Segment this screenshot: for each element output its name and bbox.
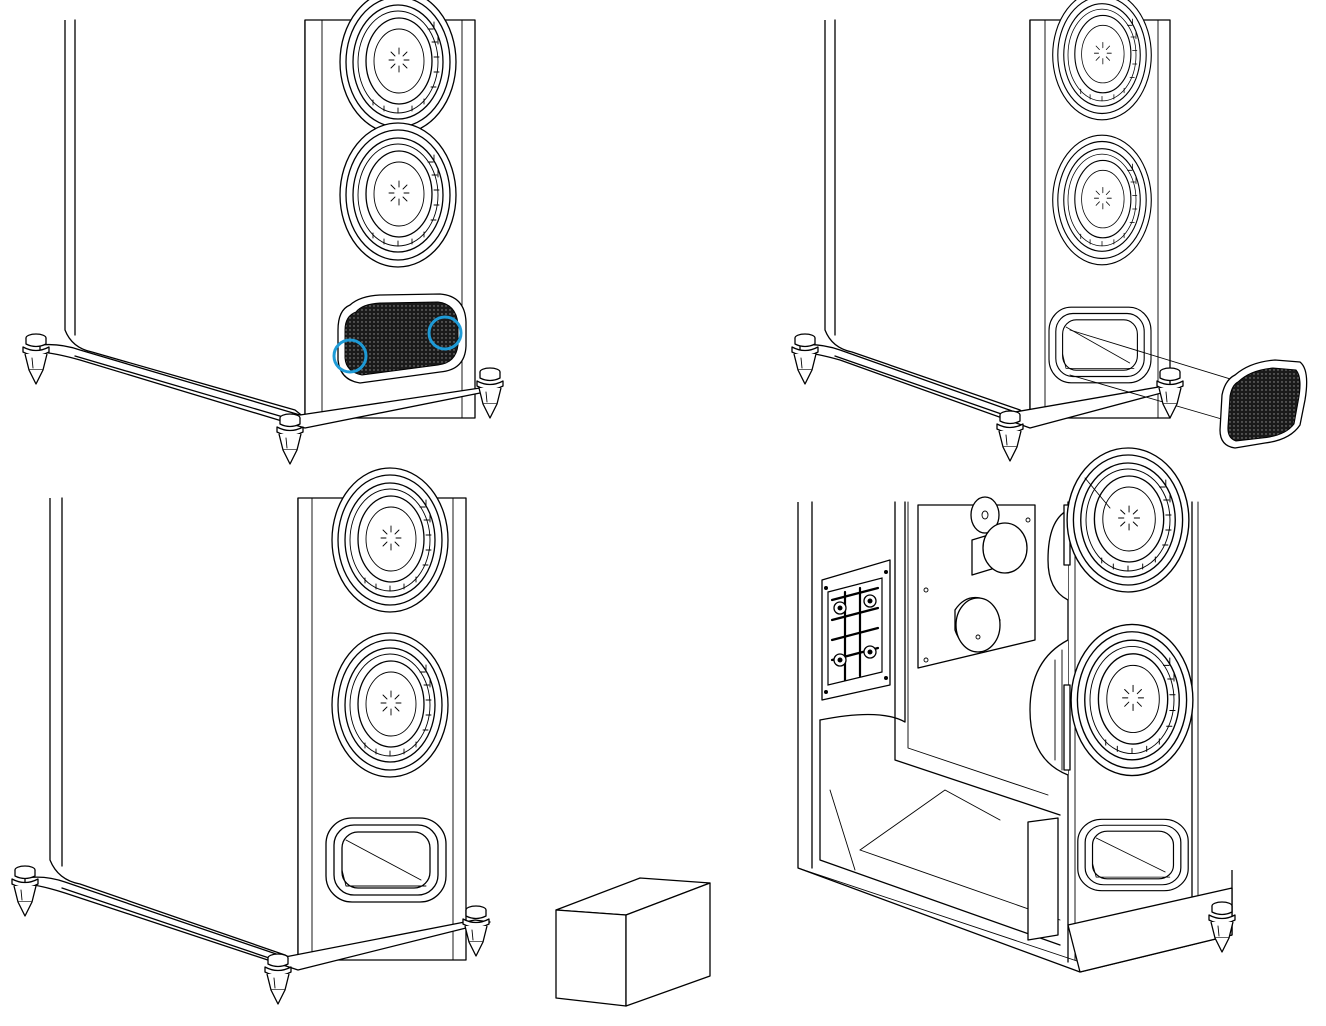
panel-3 [11,467,711,1007]
highlight-ring-left [332,338,368,374]
port-grille-fitted [337,293,467,384]
panel-2 [791,0,1308,462]
highlight-ring-right [427,315,463,351]
panel-1 [22,0,504,465]
panel-4 [797,447,1236,973]
terminal-plate [821,559,891,701]
foam-bung [555,877,711,1007]
removed-port-grille [1219,359,1308,449]
